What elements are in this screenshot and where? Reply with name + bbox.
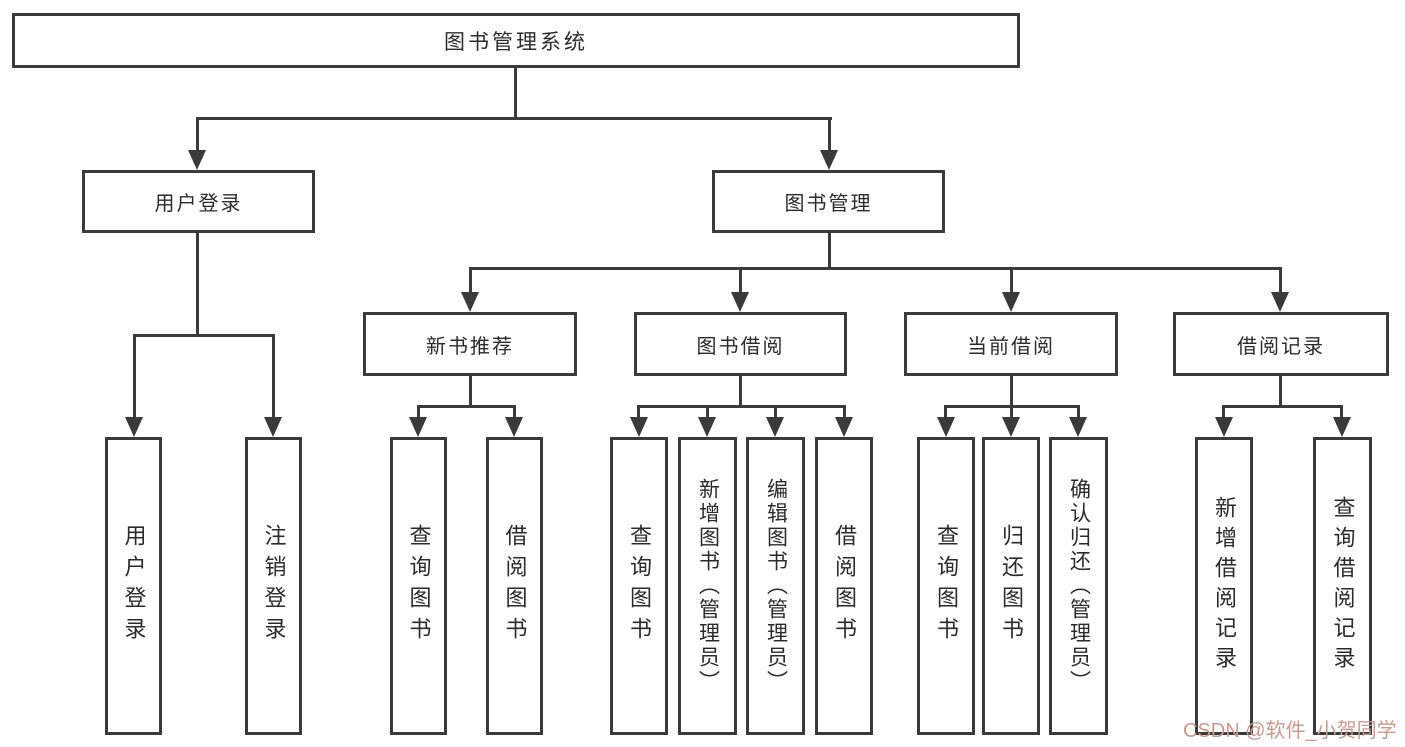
node-label: 用户登录	[154, 193, 243, 215]
connector-records-drop-2	[1340, 405, 1343, 419]
leaf-borrow-books-recommend: 借阅图书	[486, 437, 543, 735]
arrow-to-query-books-recommend	[409, 417, 427, 437]
connector-records-hline	[1222, 405, 1343, 408]
arrow-to-query-books-current	[937, 417, 955, 437]
connector-root-hline	[196, 117, 832, 120]
leaf-label: 查询图书	[934, 524, 959, 648]
connector-mgmt-stem	[828, 233, 831, 270]
arrow-to-borrow-books	[835, 417, 853, 437]
connector-mgmt-hline	[469, 267, 1282, 270]
connector-mgmt-drop-2	[739, 267, 742, 295]
connector-records-drop-1	[1222, 405, 1225, 419]
connector-borrow-drop-1	[637, 405, 640, 419]
connector-login-hline	[133, 334, 275, 337]
csdn-watermark: CSDN @软件_小贺同学	[1183, 720, 1397, 742]
arrow-to-user-login	[188, 150, 206, 170]
leaf-query-books-current: 查询图书	[917, 437, 975, 735]
node-label: 新书推荐	[426, 335, 514, 358]
connector-borrow-hline	[637, 405, 846, 408]
leaf-add-borrow-record: 新增借阅记录	[1195, 437, 1253, 735]
node-label: 借阅记录	[1237, 335, 1325, 358]
connector-login-stem	[196, 233, 199, 337]
arrow-to-query-borrow-record	[1333, 417, 1351, 437]
node-library-management-system: 图书管理系统	[12, 13, 1020, 68]
leaf-label: 查询图书	[627, 524, 652, 648]
connector-current-drop-2	[1010, 405, 1013, 419]
connector-mgmt-drop-3	[1010, 267, 1013, 295]
leaf-label: 确认归还（管理员）	[1067, 478, 1091, 694]
connector-current-stem	[1010, 376, 1013, 408]
leaf-query-borrow-record: 查询借阅记录	[1313, 437, 1372, 735]
leaf-logout: 注销登录	[245, 437, 302, 735]
connector-borrow-drop-4	[843, 405, 846, 419]
arrow-to-return-books	[1002, 417, 1020, 437]
node-label: 当前借阅	[967, 335, 1055, 358]
leaf-add-books-admin: 新增图书（管理员）	[678, 437, 737, 735]
leaf-label: 归还图书	[999, 524, 1024, 648]
arrow-to-current-borrow	[1002, 292, 1020, 312]
leaf-label: 查询图书	[406, 524, 432, 648]
leaf-label: 借阅图书	[832, 524, 857, 648]
connector-mgmt-drop-1	[469, 267, 472, 295]
connector-borrow-stem	[739, 376, 742, 408]
node-book-borrow: 图书借阅	[634, 312, 847, 376]
leaf-label: 注销登录	[261, 524, 287, 648]
connector-recommend-drop-2	[513, 405, 516, 419]
connector-current-drop-1	[944, 405, 947, 419]
arrow-to-edit-books	[766, 417, 784, 437]
leaf-return-books: 归还图书	[982, 437, 1040, 735]
node-label: 图书借阅	[696, 335, 785, 358]
leaf-borrow-books: 借阅图书	[815, 437, 873, 735]
node-new-book-recommend: 新书推荐	[363, 312, 577, 376]
leaf-label: 用户登录	[121, 524, 147, 648]
arrow-to-new-book-recommend	[461, 292, 479, 312]
arrow-to-book-borrow	[731, 292, 749, 312]
arrow-to-borrow-records	[1271, 292, 1289, 312]
connector-bookmgmt-stem	[828, 117, 831, 152]
arrow-to-borrow-books-recommend	[505, 417, 523, 437]
arrow-to-query-books-borrow	[630, 417, 648, 437]
node-borrow-records: 借阅记录	[1173, 312, 1389, 376]
leaf-label: 新增借阅记录	[1212, 496, 1237, 676]
node-label: 图书管理	[784, 193, 873, 215]
connector-recommend-drop-1	[417, 405, 420, 419]
node-label: 图书管理系统	[444, 30, 588, 54]
connector-userlogin-stem	[196, 117, 199, 152]
leaf-label: 查询借阅记录	[1330, 496, 1356, 676]
leaf-user-login: 用户登录	[105, 437, 162, 735]
arrow-to-leaf-logout	[264, 417, 282, 437]
node-book-management: 图书管理	[712, 170, 945, 233]
arrow-to-confirm-return	[1069, 417, 1087, 437]
leaf-label: 借阅图书	[502, 524, 528, 648]
arrow-to-leaf-user-login	[125, 417, 143, 437]
connector-borrow-drop-3	[774, 405, 777, 419]
connector-current-drop-3	[1077, 405, 1080, 419]
connector-login-drop-2	[272, 334, 275, 419]
leaf-label: 编辑图书（管理员）	[764, 478, 788, 694]
connector-login-drop-1	[133, 334, 136, 419]
leaf-confirm-return-admin: 确认归还（管理员）	[1049, 437, 1108, 735]
connector-recommend-stem	[469, 376, 472, 408]
leaf-query-books-recommend: 查询图书	[390, 437, 447, 735]
arrow-to-book-management	[820, 150, 838, 170]
leaf-edit-books-admin: 编辑图书（管理员）	[746, 437, 805, 735]
connector-borrow-drop-2	[706, 405, 709, 419]
connector-mgmt-drop-4	[1279, 267, 1282, 295]
connector-records-stem	[1279, 376, 1282, 408]
leaf-query-books-borrow: 查询图书	[610, 437, 668, 735]
arrow-to-add-borrow-record	[1215, 417, 1233, 437]
node-user-login: 用户登录	[82, 170, 315, 233]
node-current-borrow: 当前借阅	[904, 312, 1118, 376]
connector-root-stem	[514, 68, 517, 120]
arrow-to-add-books	[698, 417, 716, 437]
connector-recommend-hline	[417, 405, 516, 408]
leaf-label: 新增图书（管理员）	[696, 478, 720, 694]
